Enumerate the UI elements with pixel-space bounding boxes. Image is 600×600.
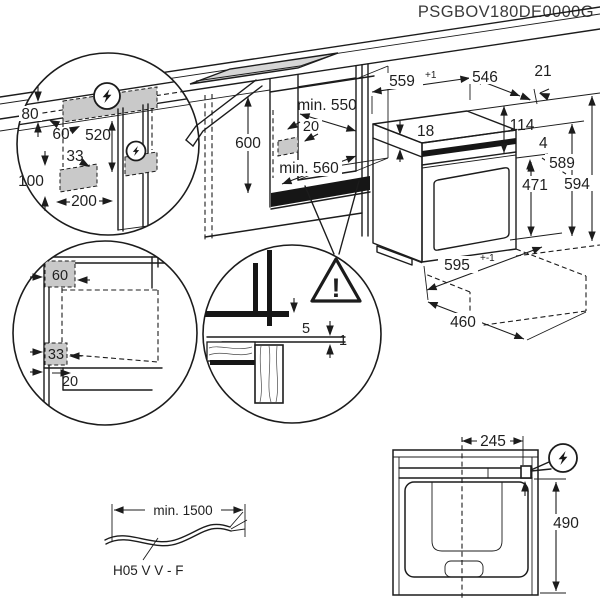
dim-height-100: 100: [18, 151, 49, 211]
dim-label-min550: min. 550: [297, 97, 357, 114]
oven-door-window: [433, 167, 510, 251]
dim-label-490: 490: [553, 515, 579, 532]
warning-exclamation: !: [332, 273, 341, 303]
dim-panel-114: 114: [466, 100, 541, 153]
dim-label-100: 100: [18, 173, 44, 190]
dim-label-cl60: 60: [52, 268, 68, 284]
dim-height-520: 520: [85, 121, 116, 172]
dim-label-cl33: 33: [48, 347, 64, 363]
dim-label-18: 18: [417, 123, 434, 140]
dim-height-594: 594: [539, 92, 600, 241]
dim-label-60: 60: [52, 126, 70, 143]
connection-zone-low: [59, 163, 98, 193]
clearance-zone-33: [44, 342, 68, 366]
vent-strip: [271, 176, 370, 207]
mains-terminal-box: [520, 465, 532, 479]
oven-assembly: [372, 110, 517, 266]
dim-rear-gap-21: 21: [519, 63, 552, 105]
dim-label-4: 4: [539, 135, 548, 152]
dim-topview-490: 490: [534, 478, 583, 594]
hob-cutout: [189, 52, 339, 85]
dim-label-80: 80: [21, 106, 39, 123]
dim-niche-offset-20: 20: [285, 119, 322, 145]
dim-label-595-tol: +-1: [480, 253, 495, 264]
control-panel: [422, 138, 516, 157]
dim-top-trim-18: 18: [396, 121, 434, 162]
dim-worktop-80: 80: [19, 86, 42, 137]
dim-label-cable-length: min. 1500: [153, 503, 212, 518]
power-connection-callout: [521, 443, 578, 496]
dim-offset-33: 33: [66, 148, 92, 171]
warning-icon: !: [310, 257, 362, 303]
dim-width-595: 595 +-1: [426, 246, 543, 291]
dim-niche-depth-560: min. 560: [276, 155, 357, 185]
dim-niche-width-559: 559 +1: [371, 70, 471, 114]
dim-label-595: 595: [444, 257, 470, 274]
dim-label-471: 471: [522, 177, 548, 194]
clearance-zone-60: [44, 260, 76, 288]
side-panel-wood: [254, 344, 284, 404]
dim-niche-height-600: 600: [231, 97, 265, 193]
dim-label-559-tol: +1: [425, 70, 437, 81]
dim-height-589: 589: [517, 120, 585, 236]
dim-label-20: 20: [303, 119, 319, 135]
oven-top-view: 245 490: [392, 433, 583, 598]
cable-curve: [104, 523, 231, 543]
detail-circle-gap: 5 1 !: [202, 244, 382, 424]
drawing-code: PSGBOV180DE0000G: [418, 3, 594, 21]
dim-label-600: 600: [235, 135, 261, 152]
callout-hob-wedge: [185, 79, 263, 147]
dim-label-cl20: 20: [62, 374, 78, 390]
cable-type-label: H05 V V - F: [113, 563, 184, 578]
dim-width-200: 200: [56, 193, 113, 210]
dim-label-5: 5: [302, 321, 310, 337]
dim-label-33: 33: [66, 148, 83, 165]
worktop-section-wood: [206, 341, 256, 365]
dim-base-460: 460: [423, 265, 587, 341]
cable-curve: [105, 527, 232, 547]
detail-circle-clearance: 60 33 20: [12, 240, 198, 426]
dim-label-460: 460: [450, 314, 476, 331]
cavity-outline: [404, 481, 529, 578]
dim-label-21: 21: [534, 63, 551, 80]
dim-label-520: 520: [85, 127, 111, 144]
dim-niche-depth-550: min. 550: [297, 97, 357, 132]
dim-label-200: 200: [71, 193, 97, 210]
dim-label-559: 559: [389, 73, 415, 90]
dim-label-594: 594: [564, 176, 590, 193]
dim-label-1: 1: [339, 333, 347, 349]
dim-label-114: 114: [510, 117, 535, 134]
dim-label-245: 245: [480, 433, 506, 450]
niche-cabinet: [204, 63, 389, 240]
oven-foot: [376, 245, 413, 266]
power-cable: min. 1500 H05 V V - F: [104, 501, 248, 578]
dim-topview-245: 245: [462, 433, 524, 465]
dim-offset-60: 60: [47, 116, 82, 143]
dim-label-546: 546: [472, 69, 498, 86]
callout-gap-wedge: [304, 180, 360, 255]
dim-label-min560: min. 560: [279, 160, 339, 177]
detail-circle-electrical: 80 60 520 33 100: [16, 52, 200, 236]
dim-oven-depth-546: 546: [469, 69, 521, 97]
dim-label-589: 589: [549, 155, 575, 172]
mains-connection-zone: [277, 136, 299, 157]
dim-door-471: 471: [509, 162, 563, 241]
